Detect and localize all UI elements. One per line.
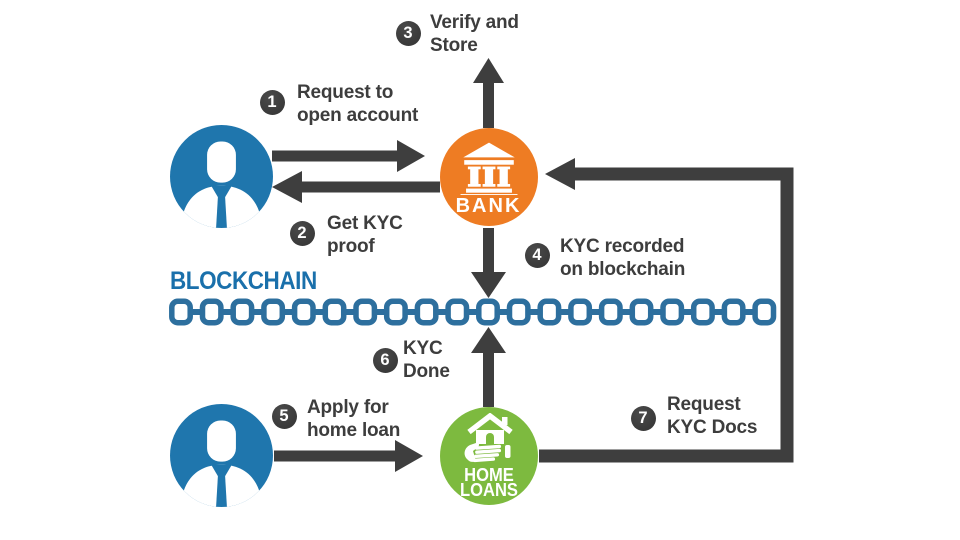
arrow-kyc-recorded	[471, 228, 506, 298]
bank-icon	[460, 142, 517, 195]
customer-top-avatar	[170, 125, 273, 228]
blockchain-chain-icon	[169, 298, 777, 326]
step-2-badge: 2	[289, 220, 315, 246]
arrow-apply-home-loan	[274, 440, 423, 472]
arrow-kyc-done	[471, 327, 506, 407]
home-loans-node: HOME LOANS	[439, 407, 538, 505]
arrow-get-kyc-proof	[272, 171, 440, 203]
step-5-badge: 5	[271, 403, 297, 429]
arrow-request-kyc-docs	[539, 158, 794, 463]
step-7-badge: 7	[630, 405, 656, 431]
home-loans-icon	[464, 413, 513, 463]
step-6-badge: 6	[372, 347, 398, 373]
bank-node: BANK	[439, 128, 538, 226]
arrow-request-open-account	[272, 140, 425, 172]
bank-label: BANK	[455, 195, 522, 217]
home-loans-label-line2: LOANS	[459, 479, 518, 500]
arrow-verify-store	[473, 58, 504, 128]
person-icon	[180, 420, 263, 507]
person-icon	[180, 141, 263, 228]
step-4-badge: 4	[524, 242, 550, 268]
step-3-badge: 3	[395, 20, 421, 46]
step-1-badge: 1	[259, 89, 285, 115]
blockchain-title: BLOCKCHAIN	[170, 267, 317, 295]
customer-bottom-avatar	[170, 404, 273, 507]
home-loans-label-line1: HOME	[463, 464, 514, 485]
